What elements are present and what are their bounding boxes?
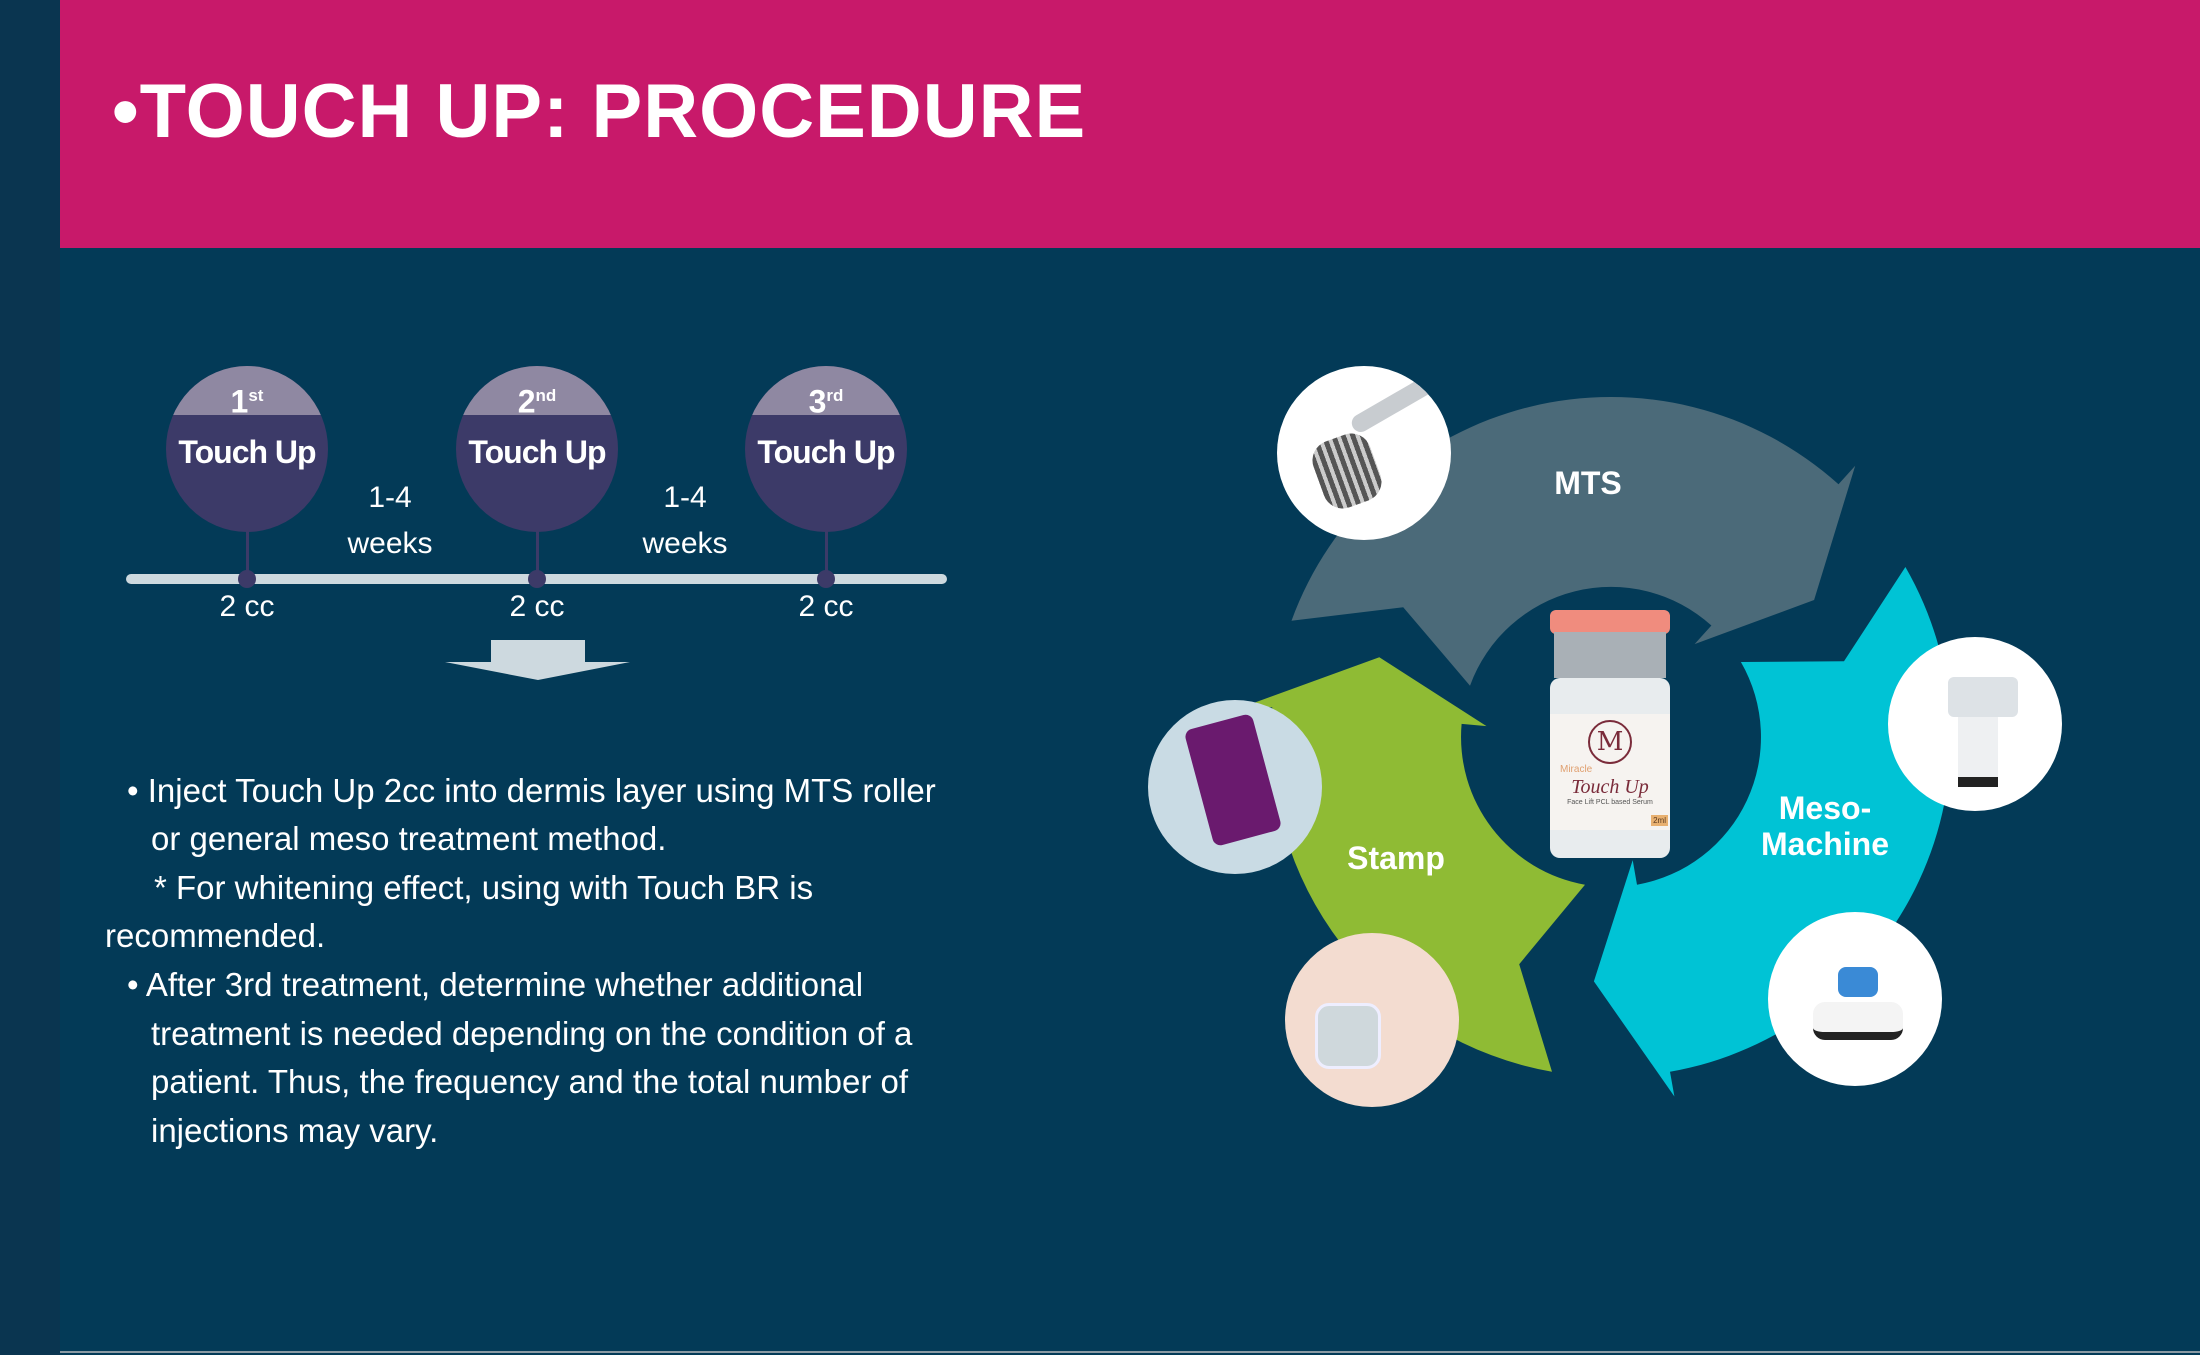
description-line: • Inject Touch Up 2cc into dermis layer … <box>127 772 936 809</box>
dose-label: 2 cc <box>219 590 275 623</box>
description-line: treatment is needed depending on the con… <box>151 1015 913 1052</box>
cycle-segment-stamp <box>1247 657 1585 1072</box>
step-suffix: st <box>248 386 264 405</box>
meso-device-photo <box>1768 912 1942 1086</box>
interval-unit: weeks <box>642 527 728 560</box>
description-note: recommended. <box>105 917 326 954</box>
page-title: •TOUCH UP: PROCEDURE <box>112 69 1087 154</box>
timeline-step-3: 3rd Touch Up <box>745 366 907 532</box>
timeline-marker <box>528 570 546 588</box>
product-vial: M Miracle Touch Up Face Lift PCL based S… <box>1548 610 1672 860</box>
step-suffix: rd <box>826 386 844 405</box>
product-name: Touch Up <box>1571 776 1649 798</box>
product-brand: Miracle <box>1560 764 1593 775</box>
description-line: • After 3rd treatment, determine whether… <box>127 966 864 1003</box>
step-label: Touch Up <box>468 434 606 470</box>
interval-range: 1-4 <box>368 481 412 514</box>
timeline-step-1: 1st Touch Up <box>166 366 328 532</box>
segment-label-meso-machine: Meso- Machine <box>1740 790 1910 862</box>
segment-label-mts: MTS <box>1554 465 1622 501</box>
description-line: patient. Thus, the frequency and the tot… <box>151 1063 909 1100</box>
dose-label: 2 cc <box>798 590 854 623</box>
description-line: or general meso treatment method. <box>151 820 667 857</box>
interval-label-1: 1-4 weeks <box>320 475 460 567</box>
stamp-applicator-photo <box>1285 933 1459 1107</box>
step-stem <box>536 530 539 576</box>
description-note: * For whitening effect, using with Touch… <box>154 869 814 906</box>
segment-label-stamp: Stamp <box>1347 840 1445 876</box>
down-arrow-icon <box>445 640 630 680</box>
segment-label-line: Meso- <box>1778 790 1872 826</box>
dose-label: 2 cc <box>509 590 565 623</box>
timeline-marker <box>817 570 835 588</box>
step-suffix: nd <box>535 386 557 405</box>
product-volume: 2ml <box>1651 815 1668 826</box>
step-ordinal: 3 <box>808 383 827 420</box>
timeline-marker <box>238 570 256 588</box>
bottom-divider <box>60 1351 2200 1353</box>
product-subtitle: Face Lift PCL based Serum <box>1567 799 1653 806</box>
stamp-photo <box>1148 700 1322 874</box>
interval-label-2: 1-4 weeks <box>615 475 755 567</box>
segment-label-line: Machine <box>1760 826 1890 862</box>
meso-machine-photo <box>1888 637 2062 811</box>
header-banner <box>60 0 2200 248</box>
brand-logo: M <box>1588 720 1632 764</box>
step-ordinal: 2 <box>517 383 536 420</box>
step-ordinal: 1 <box>230 383 249 420</box>
vial-cap <box>1550 610 1670 634</box>
interval-unit: weeks <box>347 527 433 560</box>
step-label: Touch Up <box>757 434 895 470</box>
step-label: Touch Up <box>178 434 316 470</box>
interval-range: 1-4 <box>663 481 707 514</box>
step-stem <box>825 530 828 576</box>
left-strip <box>0 0 60 1355</box>
vial-label: M Miracle Touch Up Face Lift PCL based S… <box>1550 714 1670 830</box>
step-stem <box>246 530 249 576</box>
mts-roller-photo <box>1277 366 1451 540</box>
vial-crimp <box>1554 632 1666 678</box>
timeline-step-2: 2nd Touch Up <box>456 366 618 532</box>
description-line: injections may vary. <box>151 1112 439 1149</box>
